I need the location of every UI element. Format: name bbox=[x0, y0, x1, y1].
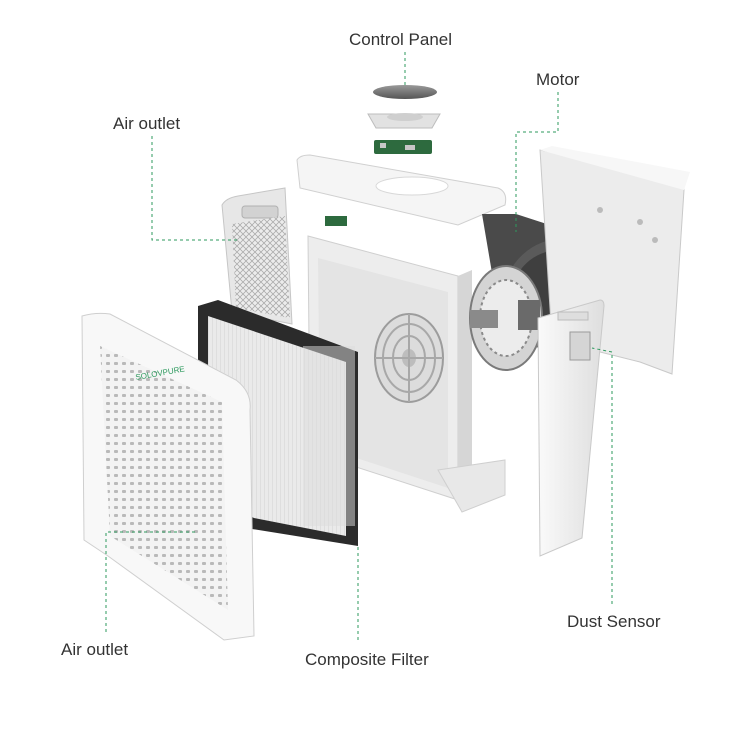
upper-air-outlet bbox=[221, 187, 293, 325]
leader-lines bbox=[105, 52, 613, 640]
front-panel: SOLOVPURE bbox=[81, 312, 255, 641]
dust-sensor-window bbox=[569, 331, 591, 361]
label-dust-sensor: Dust Sensor bbox=[567, 612, 661, 631]
dust-sensor-panel bbox=[537, 299, 605, 557]
fan-grille bbox=[374, 313, 444, 403]
control-pcb bbox=[374, 140, 432, 154]
label-air-outlet-top: Air outlet bbox=[113, 114, 181, 133]
leader-air-outlet-top bbox=[151, 136, 240, 241]
leader-motor bbox=[515, 92, 559, 232]
label-control-panel: Control Panel bbox=[349, 30, 453, 49]
control-disk bbox=[373, 85, 437, 99]
label-motor: Motor bbox=[536, 70, 580, 89]
control-panel-assembly bbox=[367, 85, 441, 154]
leader-dust-sensor bbox=[591, 347, 613, 604]
label-composite-filter: Composite Filter bbox=[305, 650, 429, 669]
label-air-outlet-bottom: Air outlet bbox=[61, 640, 129, 659]
top-cover bbox=[296, 154, 507, 226]
